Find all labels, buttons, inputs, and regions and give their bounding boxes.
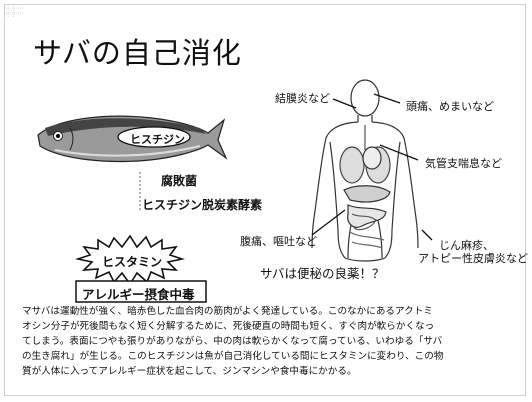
- symptom-urticaria-line2: アトピー性皮膚炎など: [418, 250, 528, 266]
- symptom-asthma: 気管支喘息など: [425, 155, 502, 171]
- allergy-label: アレルギー摂食中毒: [82, 284, 195, 303]
- caption-constipation: サバは便秘の良薬！？: [260, 263, 385, 282]
- corner-grid-mark: [4, 4, 24, 18]
- paragraph-line: 質が人体に入ってアレルギー症状を起こして、ジンマシンや食中毒にかかる。: [22, 364, 514, 379]
- page-title: サバの自己消化: [33, 30, 242, 72]
- paragraph-line: マサバは運動性が強く、暗赤色した血合肉の筋肉がよく発達している。このなかにあるア…: [22, 304, 514, 319]
- paragraph-line: オシン分子が死後間もなく短く分解するために、死後硬直の時間も短く、すぐ肉が軟らか…: [22, 319, 514, 334]
- symptom-conjunctivitis: 結膜炎など: [275, 90, 330, 106]
- bacteria-label: 腐敗菌: [161, 172, 197, 189]
- paragraph-line: の生き腐れ」が生じる。このヒスチジンは魚が自己消化している間にヒスタミンに変わり…: [22, 349, 514, 364]
- symptom-headache: 頭痛、めまいなど: [406, 98, 494, 114]
- paragraph-line: てしまう。表面につやも張りがありながら、中の肉は軟らかくなって腐っている、いわゆ…: [22, 334, 514, 349]
- explanation-paragraph: マサバは運動性が強く、暗赤色した血合肉の筋肉がよく発達している。このなかにあるア…: [22, 304, 514, 379]
- histamine-label: ヒスタミン: [102, 253, 162, 270]
- human-body-figure: [312, 80, 418, 261]
- enzyme-label: ヒスチジン脱炭素酵素: [142, 196, 262, 213]
- symptom-abdominal: 腹痛、嘔吐など: [240, 233, 317, 249]
- histidine-label: ヒスチジン: [130, 131, 185, 147]
